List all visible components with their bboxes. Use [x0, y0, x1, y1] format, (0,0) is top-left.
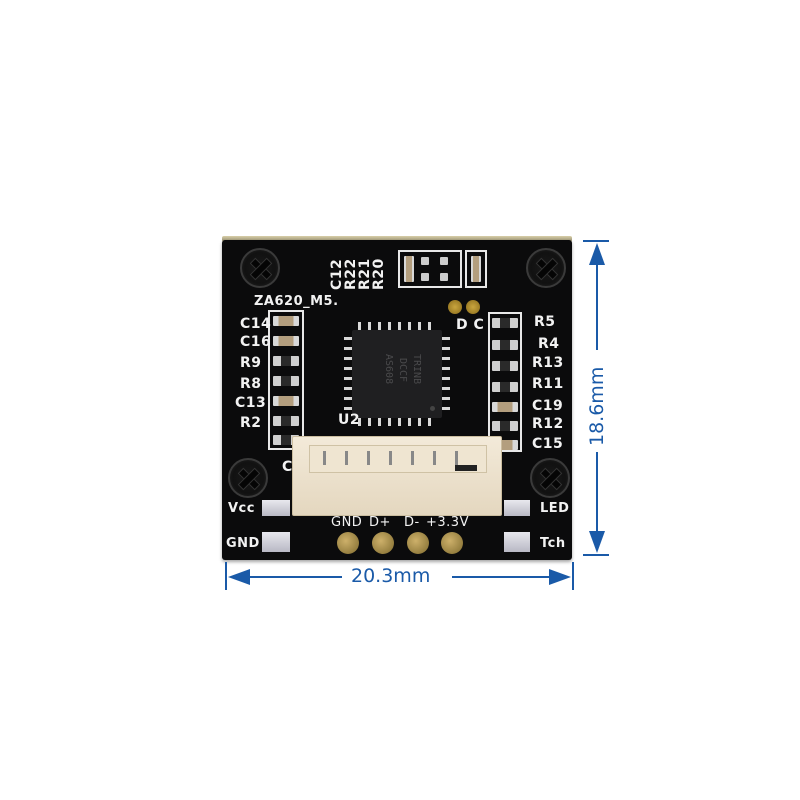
label-c13: C13 [235, 395, 267, 411]
pin-label-dminus: D- [404, 515, 420, 530]
label-r2: R2 [240, 415, 262, 431]
width-dimension-label: 20.3mm [351, 565, 431, 587]
pin1-dot [430, 406, 435, 411]
side-pad-tch [504, 532, 530, 552]
label-c15: C15 [532, 436, 564, 452]
gold-pad-dplus [372, 532, 394, 554]
pin-label-led: LED [540, 501, 570, 516]
left-pad-column [268, 310, 304, 450]
smd-component [273, 435, 299, 445]
gold-pad-dminus [407, 532, 429, 554]
label-c19: C19 [532, 398, 564, 414]
label-r4: R4 [538, 336, 560, 352]
screw-icon-top-right [526, 248, 566, 288]
smd-component [492, 421, 518, 431]
side-pad-led [504, 500, 530, 516]
smd-component [440, 257, 448, 265]
gold-via [448, 300, 462, 314]
smd-component [471, 256, 481, 282]
gold-pad-3v3 [441, 532, 463, 554]
pin-label-3v3: +3.3V [426, 515, 469, 530]
label-r11: R11 [532, 376, 564, 392]
pin-label-dplus: D+ [369, 515, 391, 530]
label-c16: C16 [240, 334, 272, 350]
label-r8: R8 [240, 376, 262, 392]
label-r13: R13 [532, 355, 564, 371]
screw-icon-bottom-left [228, 458, 268, 498]
screw-icon-bottom-right [530, 458, 570, 498]
jst-connector [292, 436, 502, 516]
smd-component [421, 257, 429, 265]
right-pad-column [488, 312, 522, 452]
connector-latch [455, 465, 477, 471]
board-label: ZA620_M5. [254, 294, 339, 309]
side-pad-vcc [262, 500, 290, 516]
label-r5: R5 [534, 314, 556, 330]
label-c14: C14 [240, 316, 272, 332]
smd-component [273, 356, 299, 366]
pin-label-tch: Tch [540, 536, 566, 551]
pin-label-vcc: Vcc [228, 501, 255, 516]
smd-component [273, 316, 299, 326]
label-r12: R12 [532, 416, 564, 432]
smd-component [492, 402, 518, 412]
gold-pad-gnd [337, 532, 359, 554]
smd-component [492, 440, 518, 450]
pcb-top-edge [222, 236, 572, 242]
smd-component [421, 273, 429, 281]
label-partial-c: C [282, 459, 293, 475]
label-r9: R9 [240, 355, 262, 371]
label-dc: D C [456, 317, 485, 333]
smd-component [492, 318, 518, 328]
smd-component [273, 416, 299, 426]
smd-component [273, 336, 299, 346]
smd-component [492, 340, 518, 350]
screw-icon-top-left [240, 248, 280, 288]
top-pad-single [465, 250, 487, 288]
pin-label-gnd: GND [226, 536, 260, 551]
main-chip: AS608 DCCF TRINB [352, 330, 442, 418]
smd-component [492, 361, 518, 371]
smd-component [440, 273, 448, 281]
chip-designator: U2 [338, 412, 361, 428]
smd-component [404, 256, 414, 282]
top-pad-group [398, 250, 462, 288]
smd-component [273, 396, 299, 406]
smd-component [273, 376, 299, 386]
pin-label-gnd-bottom: GND [331, 515, 363, 530]
side-pad-gnd [262, 532, 290, 552]
height-dimension-label: 18.6mm [586, 366, 608, 446]
smd-component [492, 382, 518, 392]
gold-via [466, 300, 480, 314]
